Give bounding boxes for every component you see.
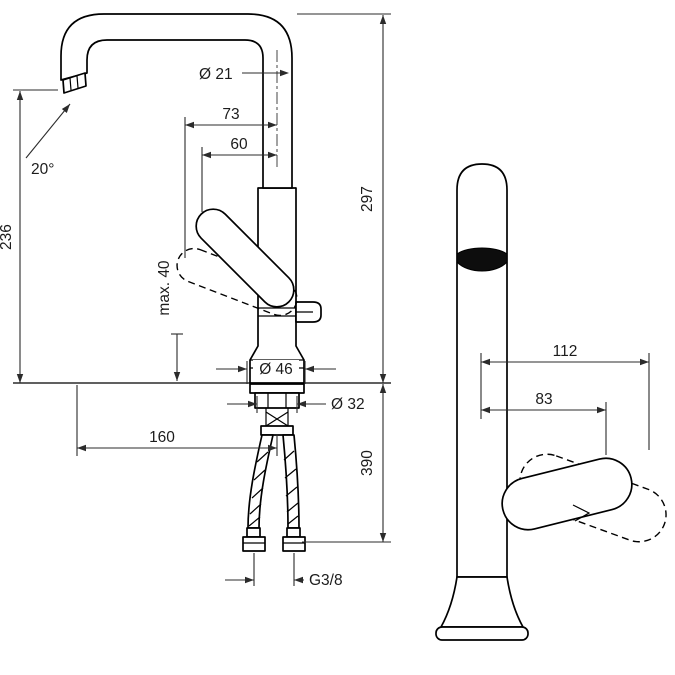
dim-label-g38: G3/8 [309, 572, 343, 589]
supply-hoses [242, 434, 306, 552]
dim-label-max40: max. 40 [156, 260, 173, 316]
dim-label-297: 297 [359, 186, 376, 212]
dim-label-236: 236 [0, 224, 15, 250]
dim-60: 60 [201, 136, 277, 212]
dim-angle-20: 20° [25, 103, 71, 178]
dim-label-60: 60 [230, 136, 248, 153]
cartridge-collar-lines [258, 307, 296, 317]
dim-160: 160 [76, 385, 278, 456]
dim-spout-diameter: Ø 21 [199, 66, 289, 83]
side-dimensions: 112 83 [480, 343, 650, 455]
hose-right [282, 434, 300, 529]
dim-max-40: max. 40 [156, 260, 183, 381]
faucet-front-view [13, 13, 391, 552]
side-column [456, 163, 508, 578]
dim-label-73: 73 [222, 106, 239, 123]
swivel-spout [60, 13, 293, 189]
dim-label-83: 83 [535, 391, 552, 408]
mounting-hardware [249, 383, 305, 436]
front-dimensions: 297 390 236 20° Ø 21 [0, 13, 391, 589]
side-spout-outlet [456, 247, 508, 272]
mounting-nut [254, 392, 300, 409]
faucet-side-view [435, 163, 667, 641]
dim-390: 390 [302, 384, 391, 543]
hose-manifold [260, 425, 294, 436]
dim-83: 83 [481, 391, 607, 455]
dim-label-dia46: Ø 46 [259, 361, 293, 378]
dim-73: 73 [184, 106, 277, 258]
dim-label-390: 390 [359, 450, 376, 476]
dim-label-160: 160 [149, 429, 175, 446]
nut-facets [267, 393, 287, 408]
side-base-flare [440, 576, 524, 628]
dim-dia-46: Ø 46 [216, 360, 336, 384]
dim-label-20deg: 20° [31, 161, 54, 178]
hose-end-left [246, 527, 261, 538]
threaded-shank [265, 408, 289, 427]
label-halo [253, 360, 299, 378]
handle-chevron-mark [572, 504, 591, 522]
hose-nut-right [282, 536, 306, 552]
washer [249, 383, 305, 394]
dim-label-dia32: Ø 32 [331, 396, 365, 413]
dim-g38: G3/8 [225, 553, 343, 589]
side-base-plate [435, 626, 529, 641]
dim-236: 236 [0, 89, 58, 383]
hose-nut-left [242, 536, 266, 552]
aerator [62, 72, 87, 94]
dim-label-112: 112 [553, 343, 578, 360]
hose-braid-lines [248, 450, 299, 527]
dim-112: 112 [480, 343, 650, 450]
dim-297: 297 [297, 13, 391, 383]
dim-dia-32: Ø 32 [227, 396, 365, 413]
dim-label-dia21: Ø 21 [199, 66, 233, 83]
side-handle-lever [501, 457, 633, 531]
hose-end-right [286, 527, 301, 538]
aerator-lines [69, 75, 79, 91]
